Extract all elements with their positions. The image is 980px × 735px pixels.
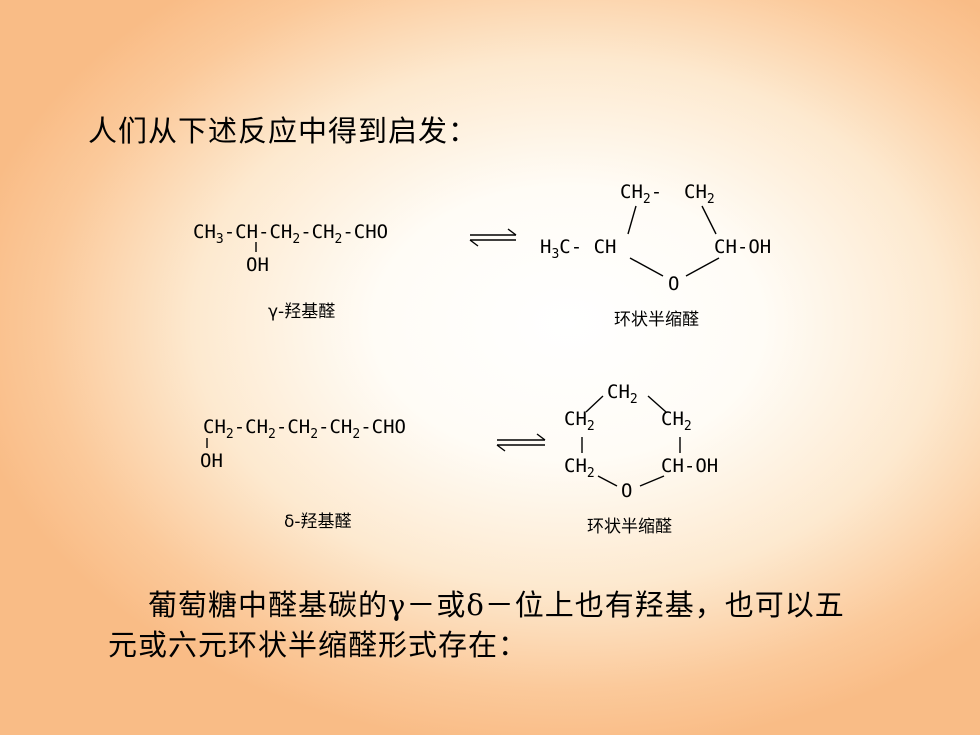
delta-ring-bond-o-left	[597, 475, 618, 487]
delta-ring-bond-o-right	[639, 475, 665, 487]
delta-ring-bond-top-left	[585, 395, 604, 413]
delta-ring-lower-left: CH2	[564, 455, 595, 481]
gamma-left-group: H3C- CH	[540, 236, 616, 262]
equilibrium-arrow-2	[496, 433, 546, 452]
delta-reactant-label: δ-羟基醛	[284, 512, 352, 532]
delta-product-label: 环状半缩醛	[587, 517, 672, 537]
gamma-product: CH2- CH2 H3C- CH CH-OH O 环状半缩醛	[540, 181, 771, 330]
delta-ring-top: CH2	[607, 381, 638, 407]
gamma-ring-bond-o-left	[629, 257, 664, 277]
gamma-ring-oxygen: O	[668, 273, 679, 295]
gamma-product-label: 环状半缩醛	[614, 310, 699, 330]
gamma-reactant-oh: OH	[246, 254, 269, 276]
paragraph-line-1: 葡萄糖中醛基碳的γ－或δ－位上也有羟基，也可以五	[148, 588, 845, 622]
gamma-ring-top-left: CH2-	[620, 181, 662, 207]
gamma-ring-bond-right	[701, 205, 717, 235]
gamma-ring-bond-o-right	[685, 257, 720, 277]
gamma-reactant-label: γ-羟基醛	[268, 302, 335, 322]
delta-ring-lower-right: CH-OH	[661, 455, 718, 477]
delta-reactant-formula: CH2-CH2-CH2-CH2-CHO	[203, 416, 406, 442]
equilibrium-arrow-1	[469, 228, 517, 247]
delta-ring-upper-left: CH2	[564, 408, 595, 434]
intro-text: 人们从下述反应中得到启发：	[88, 114, 479, 148]
gamma-ring-top-right: CH2	[684, 181, 715, 207]
gamma-reactant-formula: CH3-CH-CH2-CH2-CHO	[193, 221, 388, 247]
gamma-reactant: CH3-CH-CH2-CH2-CHO OH γ-羟基醛	[193, 221, 388, 322]
delta-reactant-oh: OH	[200, 450, 223, 472]
paragraph-line-2: 元或六元环状半缩醛形式存在：	[108, 628, 529, 662]
delta-product: CH2 CH2 CH2 CH2 CH-OH O 环状半缩醛	[564, 381, 718, 537]
explanation-paragraph: 葡萄糖中醛基碳的γ－或δ－位上也有羟基，也可以五 元或六元环状半缩醛形式存在：	[108, 585, 908, 665]
delta-ring-bond-top-right	[647, 395, 667, 413]
delta-reactant: CH2-CH2-CH2-CH2-CHO OH δ-羟基醛	[200, 416, 406, 532]
gamma-right-group: CH-OH	[714, 236, 771, 258]
delta-ring-oxygen: O	[621, 480, 632, 502]
gamma-ring-bond-left	[627, 205, 637, 235]
delta-ring-upper-right: CH2	[661, 408, 692, 434]
